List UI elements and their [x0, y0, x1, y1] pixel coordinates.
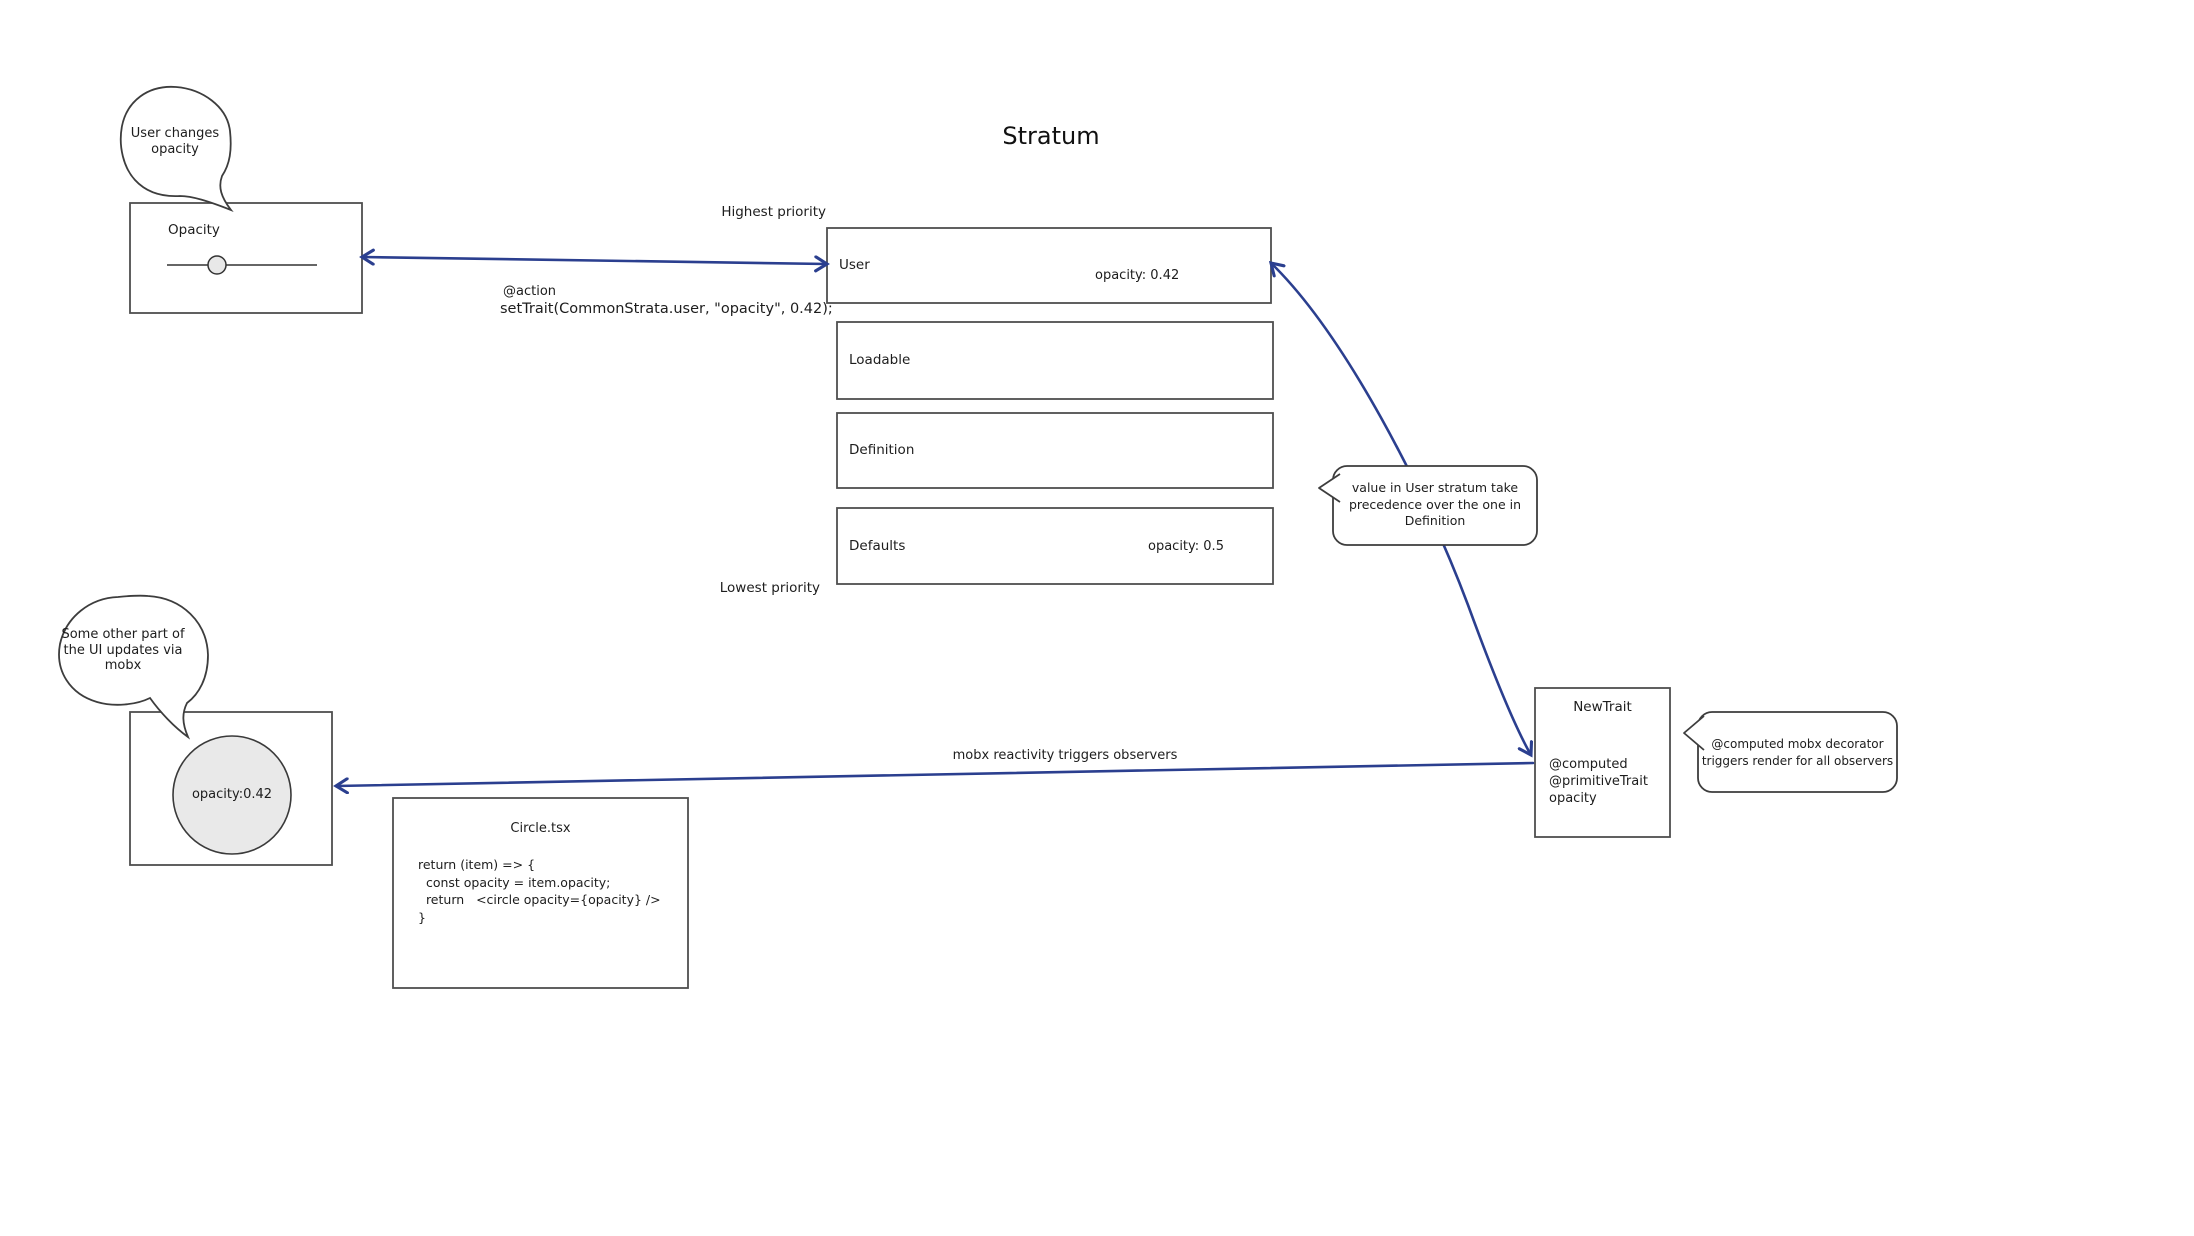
stratum-box-loadable	[836, 321, 1274, 400]
bubble-text-line: mobx	[104, 658, 142, 673]
bubble-text-line: Definition	[1404, 513, 1466, 528]
bubble-user-changes-text: User changes opacity	[113, 126, 237, 157]
stratum-label-defaults: Defaults	[849, 537, 906, 554]
stratum-label-user: User	[839, 257, 870, 274]
bubble-ui-updates-shape	[58, 594, 209, 740]
bubble-text-line: the UI updates via	[63, 642, 183, 658]
bubble-computed-text: @computed mobx decorator triggers render…	[1698, 736, 1897, 769]
circle-opacity-value: opacity:0.42	[191, 787, 273, 802]
bubble-ui-updates-text: Some other part of the UI updates via mo…	[58, 627, 188, 674]
stratum-label-definition: Definition	[849, 442, 915, 459]
opacity-circle	[172, 735, 292, 855]
action-annotation-line1: @action	[503, 284, 557, 299]
page-title: Stratum	[1002, 122, 1100, 150]
stratum-box-definition	[836, 412, 1274, 489]
bubble-precedence-shape	[1332, 465, 1538, 546]
newtrait-trait-line: @computed	[1549, 757, 1628, 772]
code-line: return <circle opacity={opacity} />	[418, 892, 661, 907]
bubble-text-line: User changes	[130, 126, 220, 141]
stratum-value-user: opacity: 0.42	[1095, 268, 1180, 283]
stratum-label-loadable: Loadable	[849, 352, 911, 369]
bubble-text-line: Some other part of	[61, 627, 185, 642]
bubble-text-line: @computed mobx decorator	[1711, 737, 1884, 751]
bubble-precedence-tail	[1318, 473, 1341, 503]
newtrait-trait-line: opacity	[1549, 791, 1597, 806]
bubble-computed-shape	[1697, 711, 1898, 793]
bubble-precedence-text: value in User stratum take precedence ov…	[1338, 480, 1532, 530]
bubble-text-line: opacity	[151, 141, 199, 157]
highest-priority-label: Highest priority	[721, 204, 826, 220]
opacity-slider-knob	[207, 255, 227, 275]
code-box-lines: return (item) => { const opacity = item.…	[418, 856, 661, 926]
arrow-opacity-to-user	[362, 257, 827, 264]
code-box-title: Circle.tsx	[510, 821, 571, 836]
newtrait-trait-line: @primitiveTrait	[1549, 774, 1648, 789]
newtrait-lines: @computed @primitiveTrait opacity	[1549, 756, 1648, 807]
bubble-text-line: triggers render for all observers	[1701, 753, 1894, 768]
bubble-computed-tail	[1683, 715, 1705, 751]
code-panel-box	[392, 797, 689, 989]
opacity-widget-label: Opacity	[168, 222, 220, 238]
stratum-value-defaults: opacity: 0.5	[1148, 539, 1224, 554]
arrow-user-to-newtrait	[1271, 263, 1531, 755]
bubble-text-line: value in User stratum take	[1351, 480, 1519, 495]
arrow-newtrait-to-circle	[336, 761, 1535, 786]
bubble-user-changes-shape	[119, 86, 234, 213]
newtrait-title: NewTrait	[1573, 699, 1632, 715]
code-line: const opacity = item.opacity;	[418, 874, 611, 890]
code-line: }	[418, 909, 426, 925]
action-annotation-line2: setTrait(CommonStrata.user, "opacity", 0…	[500, 301, 833, 317]
mobx-arrow-label: mobx reactivity triggers observers	[952, 748, 1178, 763]
bubble-text-line: precedence over the one in	[1348, 496, 1522, 512]
newtrait-box	[1534, 687, 1671, 838]
code-line: return (item) => {	[418, 857, 536, 872]
lowest-priority-label: Lowest priority	[719, 580, 820, 596]
opacity-panel-box	[129, 202, 363, 314]
